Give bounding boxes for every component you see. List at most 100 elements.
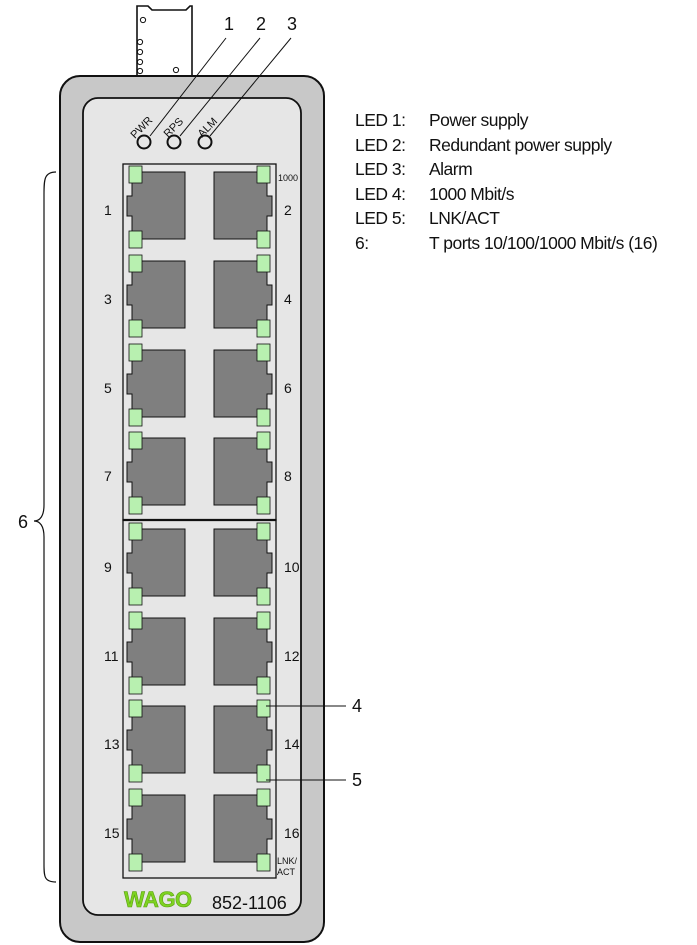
rj45-port [126, 522, 186, 606]
legend-key: LED 2: [355, 134, 406, 155]
port-number: 11 [104, 648, 119, 664]
status-leds: PWR RPS ALM [129, 115, 220, 150]
port-number: 2 [284, 202, 292, 218]
speed-led [256, 611, 271, 630]
port-number: 14 [284, 736, 300, 752]
rj45-port [126, 699, 186, 783]
speed-led [128, 788, 143, 807]
rj45-port-body [126, 260, 186, 329]
legend-key: LED 1: [355, 110, 406, 130]
speed-led [256, 522, 271, 541]
link-led [256, 408, 271, 427]
speed-led [128, 254, 143, 273]
rj45-port [126, 788, 186, 872]
legend-row: LED 3: Alarm [355, 157, 695, 182]
rj45-port [126, 431, 186, 515]
speed-led [256, 431, 271, 450]
speed-led [128, 431, 143, 450]
legend-row: LED 4:1000 Mbit/s [355, 182, 695, 207]
rj45-port-body [126, 528, 186, 597]
link-led [256, 319, 271, 338]
rj45-port [126, 611, 186, 695]
link-led [128, 853, 143, 872]
din-rail-clip [136, 5, 193, 77]
legend-value: T ports 10/100/1000 Mbit/s (16) [429, 232, 658, 253]
link-led [256, 853, 271, 872]
link-led [256, 676, 271, 695]
legend-key: LED 5: [355, 208, 406, 229]
speed-led [128, 522, 143, 541]
speed-led-label: 1000 [278, 173, 298, 183]
port-number: 8 [284, 468, 292, 484]
link-led [128, 408, 143, 427]
rps-led [166, 134, 182, 150]
port-number: 4 [284, 291, 292, 307]
speed-led [128, 343, 143, 362]
port-number: 12 [284, 648, 300, 664]
rj45-port-body [126, 171, 186, 240]
legend-value: LNK/ACT [429, 208, 500, 229]
speed-led [256, 699, 271, 718]
speed-led [256, 788, 271, 807]
link-led [128, 230, 143, 249]
speed-led [128, 699, 143, 718]
pwr-led [136, 134, 152, 150]
lnk-act-label-line2: ACT [277, 867, 296, 877]
port-number: 9 [104, 559, 112, 575]
legend-key: 6: [355, 232, 369, 253]
legend-row: LED 2: Redundant power supply [355, 133, 695, 158]
legend-value: Power supply [429, 110, 529, 130]
rj45-port-body [126, 437, 186, 506]
legend-key: LED 3: [355, 159, 406, 180]
callout-1: 1 [224, 14, 234, 34]
speed-led [256, 343, 271, 362]
link-led [128, 319, 143, 338]
rj45-port [213, 343, 273, 427]
lnk-act-label-line1: LNK/ [277, 856, 298, 866]
link-led [128, 764, 143, 783]
link-led [256, 587, 271, 606]
callout-3: 3 [287, 14, 297, 34]
wago-logo: WAGO [124, 887, 193, 913]
speed-led [128, 611, 143, 630]
callout-lines-top [149, 37, 292, 137]
legend-row: 6: T ports 10/100/1000 Mbit/s (16) [355, 231, 695, 256]
legend-value: 1000 Mbit/s [429, 183, 514, 204]
port-number: 6 [284, 380, 292, 396]
speed-led [128, 165, 143, 184]
model-number: 852-1106 [212, 893, 287, 913]
legend-row: LED 5: LNK/ACT [355, 206, 695, 231]
link-led [128, 587, 143, 606]
port-number: 5 [104, 380, 112, 396]
port-number: 1 [104, 202, 112, 218]
rj45-port [126, 165, 186, 249]
callout-2: 2 [256, 14, 266, 34]
rj45-port-body [126, 349, 186, 418]
rj45-port-body [126, 794, 186, 863]
speed-led [256, 254, 271, 273]
link-led [256, 230, 271, 249]
rj45-port [213, 522, 273, 606]
callout-6: 6 [18, 512, 28, 532]
speed-led [256, 165, 271, 184]
rj45-port [213, 611, 273, 695]
legend-value: Alarm [429, 159, 473, 180]
callout-5: 5 [352, 770, 362, 790]
rj45-port [126, 254, 186, 338]
port-number: 10 [284, 559, 300, 575]
rj45-port [213, 431, 273, 515]
rj45-port-body [126, 617, 186, 686]
port-number: 3 [104, 291, 112, 307]
port-number: 7 [104, 468, 112, 484]
wago-logo-text: WAGO [124, 887, 192, 912]
legend-value: Redundant power supply [429, 134, 612, 155]
rj45-port [213, 788, 273, 872]
callout-4: 4 [352, 696, 362, 716]
legend-row: LED 1: Power supply [355, 108, 695, 133]
rj45-port-body [126, 705, 186, 774]
ports-brace [33, 171, 57, 883]
port-number: 13 [104, 736, 120, 752]
